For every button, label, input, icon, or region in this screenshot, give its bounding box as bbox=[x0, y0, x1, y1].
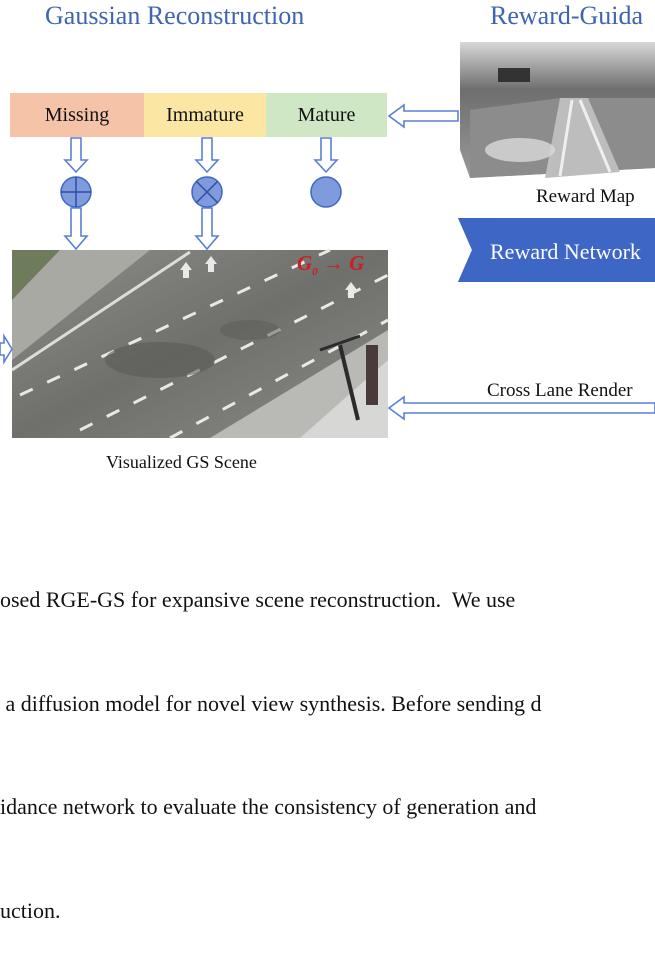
category-missing-label: Missing bbox=[44, 103, 110, 126]
caption-line: a diffusion model for novel view synthes… bbox=[0, 690, 542, 716]
caption-line: idance network to evaluate the consisten… bbox=[0, 794, 537, 819]
gs-scene-image bbox=[11, 248, 389, 440]
pipeline-diagram bbox=[0, 42, 655, 440]
circle-icon bbox=[310, 176, 342, 208]
cross-lane-render-label: Cross Lane Render bbox=[487, 380, 633, 401]
category-mature-label: Mature bbox=[297, 103, 356, 126]
plus-circle-icon bbox=[60, 176, 92, 208]
arrow-missing-to-plus bbox=[63, 137, 89, 174]
category-missing: Missing bbox=[10, 93, 144, 137]
reward-network-label: Reward Network bbox=[490, 239, 641, 264]
arrow-cross-lane-render bbox=[387, 395, 655, 421]
reward-network-shape bbox=[458, 218, 655, 282]
scene-math-g0-sub: 0 bbox=[312, 266, 318, 279]
arrow-reward-to-categories bbox=[387, 103, 459, 129]
arrow-immature-to-times bbox=[194, 137, 220, 174]
figure-caption: osed RGE-GS for expansive scene reconstr… bbox=[0, 514, 655, 963]
scene-math-g: G bbox=[349, 251, 365, 275]
gaussian-reconstruction-title: Gaussian Reconstruction bbox=[45, 1, 305, 30]
reward-map-label: Reward Map bbox=[536, 186, 635, 207]
scene-math-g0: G bbox=[297, 251, 313, 275]
reward-map-image bbox=[460, 42, 655, 178]
scene-math-label: G0 → G bbox=[297, 251, 364, 278]
arrow-times-to-scene bbox=[194, 207, 220, 251]
category-immature: Immature bbox=[144, 93, 266, 137]
scene-math-arrow: → bbox=[322, 251, 344, 275]
category-immature-label: Immature bbox=[166, 103, 244, 126]
caption-line: osed RGE-GS for expansive scene reconstr… bbox=[0, 587, 516, 612]
arrow-mature-to-circle bbox=[313, 137, 339, 174]
times-circle-icon bbox=[191, 176, 223, 208]
category-mature: Mature bbox=[266, 93, 387, 137]
caption-line: uction. bbox=[0, 897, 61, 923]
reward-guidance-title: Reward-Guida bbox=[490, 1, 644, 30]
arrow-left-into-scene bbox=[0, 333, 13, 365]
arrow-plus-to-scene bbox=[63, 207, 89, 251]
scene-label: Visualized GS Scene bbox=[106, 452, 257, 472]
